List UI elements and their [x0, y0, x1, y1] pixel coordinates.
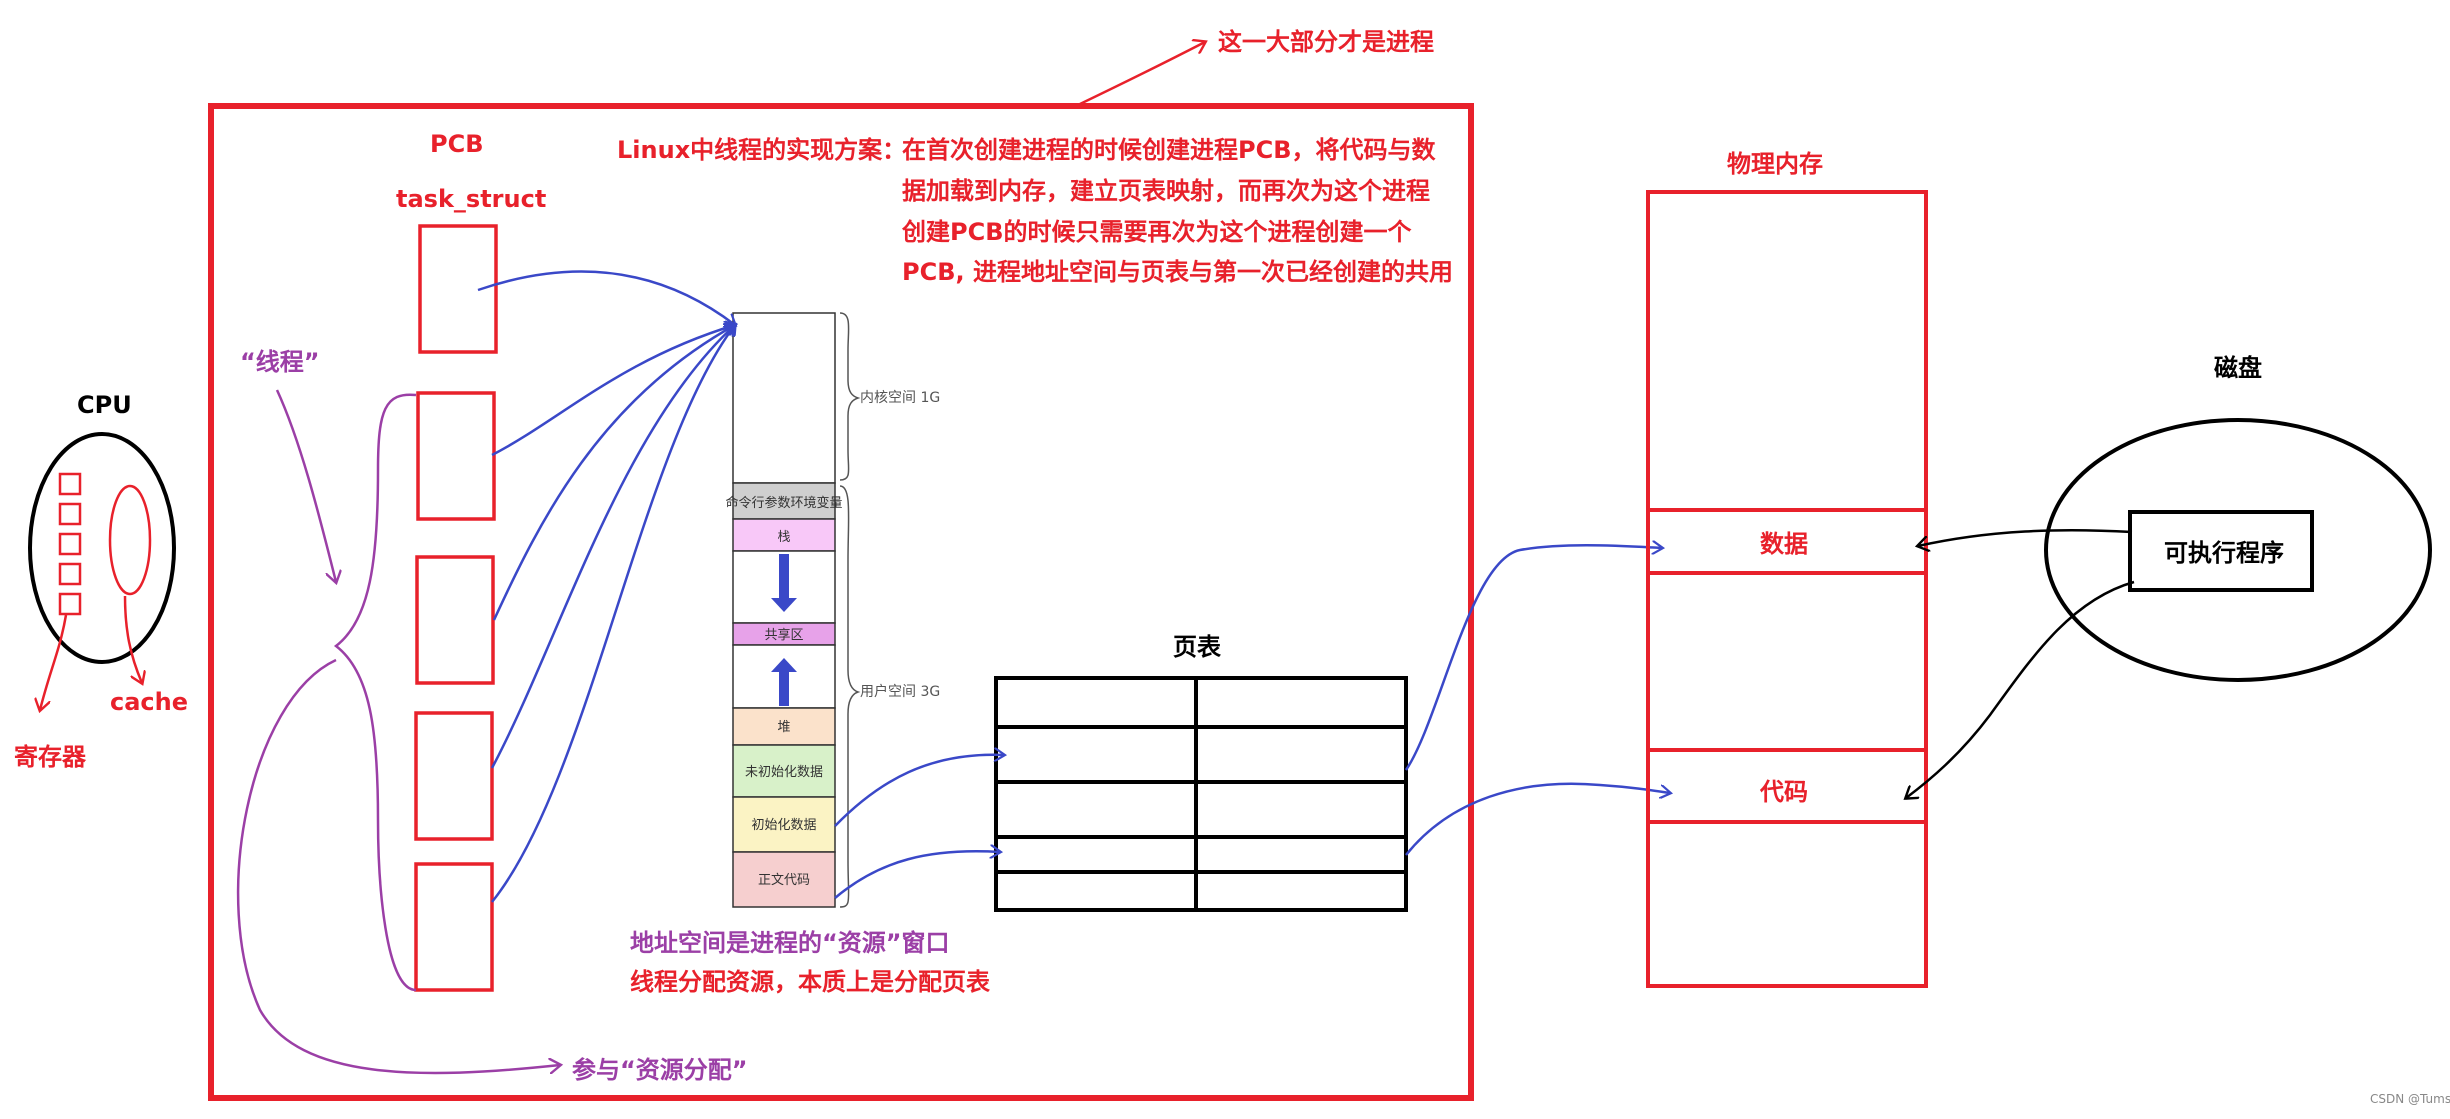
segment-bss: [732, 744, 836, 798]
page-table-to-code-arrow: [1405, 782, 1670, 856]
linux-line-1: 在首次创建进程的时候创建进程PCB，将代码与数: [902, 136, 1436, 164]
threads-arrow: [275, 389, 336, 582]
segment-data: [732, 796, 836, 853]
register-arrow: [40, 614, 68, 710]
disk-to-data-arrow: [1918, 528, 2133, 546]
cpu-ellipse: [28, 432, 176, 664]
executable-box: [2128, 510, 2314, 592]
segment-stack: [732, 518, 836, 552]
kernel-space-bracket: [839, 312, 861, 481]
pcb-label: PCB: [430, 130, 484, 158]
executable-label: 可执行程序: [2164, 539, 2284, 567]
resource-allocation-arrow: [236, 658, 560, 1075]
segment-heap: [732, 707, 836, 746]
watermark: CSDN @Tums: [2370, 1092, 2450, 1106]
segment-label-heap: 堆: [777, 720, 790, 735]
page-table-to-data-arrow: [1404, 545, 1662, 771]
pcb-box: [415, 555, 495, 685]
linux-line-4: PCB, 进程地址空间与页表与第一次已经创建的共用: [902, 258, 1453, 286]
task-struct-label: task_struct: [396, 185, 546, 213]
data-segment-to-page-table-arrow: [834, 755, 1004, 827]
memory-data-label: 数据: [1760, 530, 1808, 558]
stack-growth-arrow-icon: [771, 554, 797, 612]
registers-label: 寄存器: [14, 743, 87, 771]
text-segment-to-page-table-arrow: [834, 851, 1000, 899]
cpu-label: CPU: [77, 391, 132, 419]
segment-label-shared: 共享区: [764, 627, 803, 643]
register-cells: [58, 472, 82, 616]
kernel-space-label: 内核空间 1G: [860, 390, 940, 406]
address-space: 命令行参数环境变量 栈 共享区 堆 未初始化数据 初始化数据 正文代码 内核空间…: [725, 312, 940, 908]
disk-label: 磁盘: [2214, 354, 2262, 382]
disk-to-code-arrow: [1906, 580, 2135, 798]
heap-growth-arrow-icon: [771, 658, 797, 706]
user-space-bracket: [839, 485, 861, 908]
address-space-note-2: 线程分配资源，本质上是分配页表: [630, 968, 991, 996]
linux-line-2: 据加载到内存，建立页表映射，而再次为这个进程: [902, 177, 1430, 205]
process-boundary: [208, 103, 1474, 1101]
segment-label-text: 正文代码: [758, 873, 810, 888]
segment-env: [732, 482, 836, 520]
pcb-stack: [414, 224, 498, 992]
linux-title: Linux中线程的实现方案：: [617, 136, 906, 164]
cache-label: cache: [110, 688, 188, 716]
pcb-box: [416, 391, 496, 521]
page-table-label: 页表: [1173, 633, 1222, 661]
page-table-grid: [994, 676, 1408, 912]
memory-code-label: 代码: [1759, 778, 1808, 806]
process-note-arrow: [1079, 42, 1205, 106]
segment-text: [732, 851, 836, 908]
pcb-box: [414, 711, 494, 841]
pcb-to-address-space-arrows: [477, 270, 735, 903]
physical-memory-block: [1646, 190, 1928, 988]
physical-memory-label: 物理内存: [1727, 150, 1823, 178]
segment-label-data: 初始化数据: [751, 818, 816, 833]
resource-allocation-label: 参与“资源分配”: [572, 1056, 748, 1084]
disk-ellipse: [2044, 418, 2432, 682]
address-space-note-1: 地址空间是进程的“资源”窗口: [630, 929, 950, 957]
segment-label-env: 命令行参数环境变量: [725, 495, 842, 511]
segment-label-bss: 未初始化数据: [745, 765, 823, 780]
pcb-box: [414, 862, 494, 992]
threads-brace: [333, 393, 417, 992]
kernel-space-block: [732, 312, 836, 484]
pcb-box: [418, 224, 498, 354]
user-space-label: 用户空间 3G: [860, 683, 940, 700]
cache-ellipse: [108, 484, 152, 596]
segment-label-stack: 栈: [777, 530, 790, 545]
process-note-text: 这一大部分才是进程: [1218, 28, 1434, 56]
cache-arrow: [123, 595, 142, 683]
threads-label: “线程”: [240, 348, 320, 376]
linux-line-3: 创建PCB的时候只需要再次为这个进程创建一个: [901, 218, 1412, 246]
